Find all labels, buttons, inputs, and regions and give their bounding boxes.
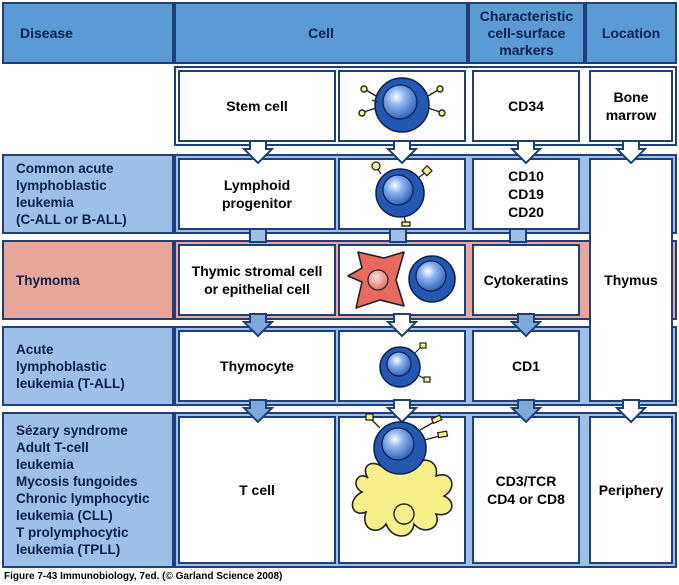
header-markers-line-3: markers: [499, 41, 554, 58]
header-cell-label: Cell: [308, 25, 334, 41]
stem-cell-box: Stem cell: [178, 70, 336, 142]
header-disease: Disease: [2, 2, 174, 64]
disease-line: Mycosis fungoides: [16, 474, 138, 489]
thymocyte-markers-box: CD1: [472, 330, 580, 402]
stub: [249, 227, 267, 243]
thymocyte-box: Thymocyte: [178, 330, 336, 402]
row-thymocyte-disease: Acute lymphoblastic leukemia (T-ALL): [2, 326, 174, 406]
location-label: Periphery: [598, 482, 664, 498]
stub: [509, 227, 527, 243]
cell-label: Thymic stromal cell: [191, 263, 323, 279]
t-cell-picture-box: [338, 416, 466, 564]
t-cell-markers-box: CD3/TCR CD4 or CD8: [472, 416, 580, 564]
cell-label: progenitor: [222, 195, 292, 211]
location-label: Bone: [613, 89, 649, 105]
marker-label: CD20: [508, 204, 544, 220]
disease-line: Common acute: [16, 161, 114, 176]
disease-line: Chronic lymphocytic: [16, 491, 150, 506]
figure-caption: Figure 7-43 Immunobiology, 7ed. (© Garla…: [4, 571, 282, 582]
marker-label: Cytokeratins: [483, 272, 569, 288]
disease-line: lymphoblastic: [16, 358, 107, 374]
marker-label: CD4 or CD8: [487, 491, 565, 507]
cell-label: Lymphoid: [223, 177, 291, 193]
header-location-label: Location: [601, 25, 661, 41]
disease-line: Acute: [16, 341, 54, 357]
disease-line: Adult T-cell: [16, 440, 89, 455]
marker-label: CD1: [511, 358, 540, 374]
row-progenitor-disease: Common acute lymphoblastic leukemia (C-A…: [2, 154, 174, 234]
header-markers-line-1: Characteristic: [479, 7, 574, 24]
cell-label: Stem cell: [226, 98, 288, 114]
periphery-box: Periphery: [589, 416, 673, 564]
thymoma-markers-box: Cytokeratins: [472, 244, 580, 316]
stem-markers-box: CD34: [472, 70, 580, 142]
disease-line: lymphoblastic: [16, 178, 107, 193]
progenitor-picture-box: [338, 158, 466, 230]
thymocyte-picture-box: [338, 330, 466, 402]
stub: [389, 227, 407, 243]
stem-cell-picture-box: [338, 70, 466, 142]
disease-line: leukemia: [16, 457, 74, 472]
marker-label: CD34: [508, 98, 544, 114]
location-label: Thymus: [604, 272, 658, 288]
header-markers-line-2: cell-surface: [487, 24, 566, 41]
stromal-picture-box: [338, 244, 466, 316]
row-tcell-disease: Sézary syndrome Adult T-cell leukemia My…: [2, 412, 174, 568]
progenitor-box: Lymphoid progenitor: [178, 158, 336, 230]
header-location: Location: [585, 2, 677, 64]
disease-line: T prolymphocytic: [16, 525, 129, 540]
marker-label: CD10: [508, 168, 544, 184]
thymus-box: Thymus: [589, 158, 673, 402]
progenitor-markers-box: CD10 CD19 CD20: [472, 158, 580, 230]
cell-label: Thymocyte: [220, 358, 294, 374]
header-cell: Cell: [174, 2, 468, 64]
figure-caption-text: Figure 7-43 Immunobiology, 7ed. (© Garla…: [4, 571, 283, 582]
disease-line: Sézary syndrome: [16, 423, 128, 438]
t-cell-box: T cell: [178, 416, 336, 564]
disease-line: leukemia: [16, 195, 74, 210]
disease-line: leukemia (CLL): [16, 508, 113, 523]
header-disease-label: Disease: [20, 25, 73, 41]
row-thymoma-disease: Thymoma: [2, 240, 174, 320]
disease-line: leukemia (T-ALL): [16, 375, 125, 391]
cell-label: or epithelial cell: [204, 281, 310, 297]
header-markers: Characteristic cell-surface markers: [468, 2, 585, 64]
marker-label: CD19: [508, 186, 544, 202]
cell-label: T cell: [239, 482, 275, 498]
bone-marrow-box: Bone marrow: [589, 70, 673, 142]
disease-line: Thymoma: [16, 272, 80, 288]
location-label: marrow: [605, 107, 657, 123]
disease-line: (C-ALL or B-ALL): [16, 212, 127, 227]
disease-line: leukemia (TPLL): [16, 542, 121, 557]
marker-label: CD3/TCR: [495, 473, 557, 489]
stromal-cell-box: Thymic stromal cell or epithelial cell: [178, 244, 336, 316]
